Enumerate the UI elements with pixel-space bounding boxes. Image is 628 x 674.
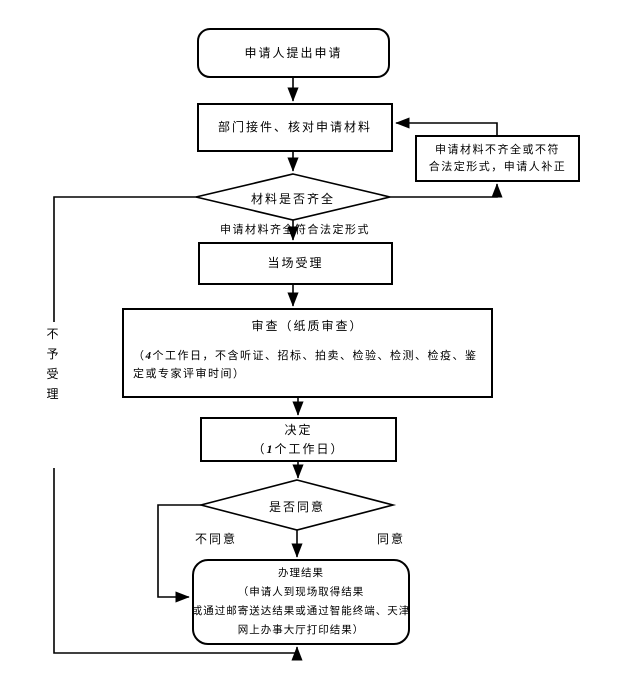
review-node: 审查（纸质审查） （4个工作日，不含听证、招标、拍卖、检验、检测、检疫、鉴定或专… [122, 308, 493, 398]
arrow-reject-to-result [53, 468, 303, 661]
arrow-supplement-to-receive [395, 117, 498, 135]
supplement-node-label: 申请材料不齐全或不符 合法定形式，申请人补正 [428, 143, 567, 173]
agree-check-label: 是否同意 [268, 500, 325, 514]
accept-node-label: 当场受理 [267, 256, 324, 270]
line-reject-upper [53, 196, 198, 322]
result-node-line3: 或通过邮寄送达结果或通过智能终端、天津 [191, 606, 411, 617]
start-node-label: 申请人提出申请 [244, 45, 343, 60]
receive-node-label: 部门接件、核对申请材料 [217, 120, 372, 134]
review-node-note: （4个工作日，不含听证、招标、拍卖、检验、检测、检疫、鉴定或专家评审时间） [133, 350, 478, 380]
decide-node: 决定 （1个工作日） [200, 417, 397, 462]
material-check-label: 材料是否齐全 [250, 192, 335, 206]
disagree-label: 不同意 [194, 532, 237, 546]
start-node: 申请人提出申请 [197, 28, 390, 78]
reject-label: 不予受理 [46, 327, 59, 401]
accept-node: 当场受理 [198, 242, 393, 285]
result-node: 办理结果 （申请人到现场取得结果 或通过邮寄送达结果或通过智能终端、天津 网上办… [192, 559, 410, 645]
receive-node: 部门接件、核对申请材料 [197, 103, 393, 152]
decide-node-title: 决定 [284, 422, 313, 437]
material-check-diamond-shape [195, 173, 391, 221]
result-node-title: 办理结果 [278, 568, 324, 579]
result-node-line2: （申请人到现场取得结果 [237, 587, 365, 598]
agree-label: 同意 [376, 532, 405, 546]
arrow-disagree-to-result [157, 504, 201, 603]
agree-diamond-shape [197, 479, 397, 531]
review-node-title: 审查（纸质审查） [251, 319, 364, 333]
result-node-line4: 网上办事大厅打印结果） [237, 625, 365, 636]
decide-days-value: 1 [266, 441, 275, 456]
decide-node-duration: （1个工作日） [252, 441, 345, 456]
review-days-value: 4 [145, 350, 153, 362]
arrow-check-to-supplement [390, 183, 503, 198]
qualified-label: 申请材料齐全符合法定形式 [220, 224, 370, 236]
supplement-node: 申请材料不齐全或不符 合法定形式，申请人补正 [415, 135, 580, 182]
